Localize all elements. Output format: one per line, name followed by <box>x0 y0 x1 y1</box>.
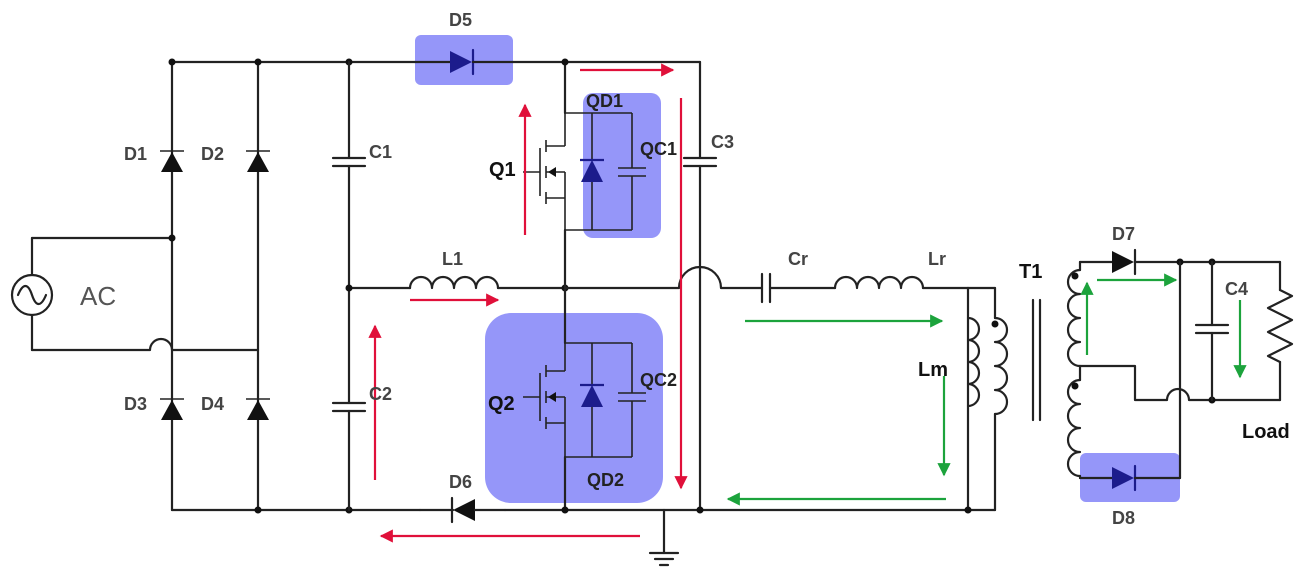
qc2-label: QC2 <box>640 370 677 390</box>
inductor-lr <box>833 275 925 290</box>
qd1-qc1-highlight <box>583 93 661 238</box>
diode-d7 <box>1112 248 1137 276</box>
d7-label: D7 <box>1112 224 1135 244</box>
diode-d4 <box>246 398 270 420</box>
c1-label: C1 <box>369 142 392 162</box>
load-resistor <box>1266 288 1294 364</box>
d5-label: D5 <box>449 10 472 30</box>
q2-highlight <box>485 313 663 503</box>
d1-label: D1 <box>124 144 147 164</box>
ground-icon <box>648 508 680 567</box>
transformer-secondary-upper <box>1066 268 1082 368</box>
c3-label: C3 <box>711 132 734 152</box>
diode-d1 <box>160 150 184 172</box>
qc1-label: QC1 <box>640 139 677 159</box>
mosfet-q1 <box>523 113 566 230</box>
diode-d5 <box>413 48 515 76</box>
body-diode-qd1 <box>565 112 632 231</box>
diode-d6 <box>418 496 507 524</box>
c4-label: C4 <box>1225 279 1248 299</box>
q1-label: Q1 <box>489 159 516 181</box>
capacitor-qc2 <box>618 343 646 457</box>
lr-label: Lr <box>928 249 946 269</box>
l1-label: L1 <box>442 249 463 269</box>
body-diode-qd2 <box>565 342 632 458</box>
t1-label: T1 <box>1019 261 1042 283</box>
inductor-lm <box>966 316 981 408</box>
d2-label: D2 <box>201 144 224 164</box>
inductor-l1 <box>408 275 500 290</box>
cr-label: Cr <box>788 249 808 269</box>
d3-label: D3 <box>124 394 147 414</box>
transformer-primary <box>993 316 1009 416</box>
d8-label: D8 <box>1112 508 1135 528</box>
ac-label: AC <box>80 281 116 311</box>
mosfet-q2 <box>523 343 566 457</box>
qd2-label: QD2 <box>587 470 624 490</box>
load-label: Load <box>1242 421 1290 443</box>
lm-label: Lm <box>918 359 948 381</box>
capacitor-qc1 <box>618 113 646 230</box>
q2-label: Q2 <box>488 393 515 415</box>
capacitor-c3 <box>682 156 718 168</box>
capacitor-cr <box>760 272 772 304</box>
capacitor-c2 <box>331 401 367 413</box>
c2-label: C2 <box>369 384 392 404</box>
qd1-label: QD1 <box>586 91 623 111</box>
d6-label: D6 <box>449 472 472 492</box>
transformer-secondary-lower <box>1066 378 1082 478</box>
capacitor-c1 <box>331 156 367 168</box>
diode-d2 <box>246 150 270 172</box>
ac-source <box>10 236 260 352</box>
capacitor-c4 <box>1194 323 1230 335</box>
diode-d3 <box>160 398 184 420</box>
d4-label: D4 <box>201 394 224 414</box>
